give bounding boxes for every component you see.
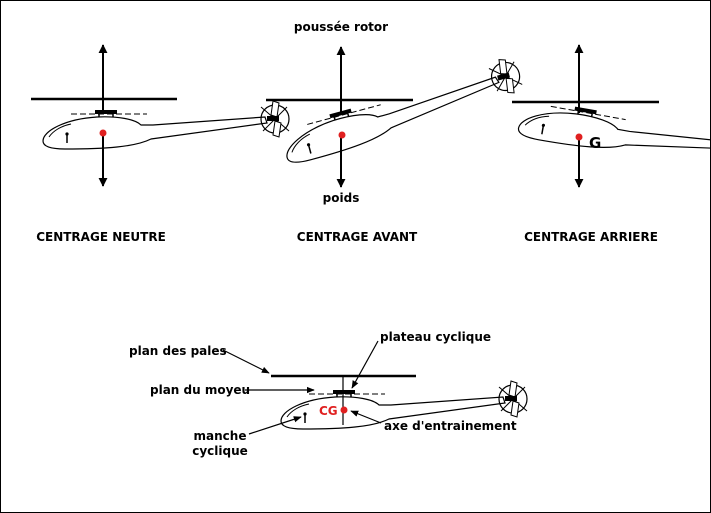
label-g: G xyxy=(589,134,602,152)
label-cyclique: cyclique xyxy=(192,444,248,458)
callout-axe xyxy=(350,410,382,424)
label-plan-du-moyeu: plan du moyeu xyxy=(150,383,251,397)
heli-neutre xyxy=(31,44,290,187)
callout-manche xyxy=(248,416,302,435)
label-centrage-avant: CENTRAGE AVANT xyxy=(296,230,418,244)
label-axe-entrainement: axe d'entrainement xyxy=(384,419,517,433)
label-centrage-neutre: CENTRAGE NEUTRE xyxy=(36,230,166,244)
callout-plateau-cyclique xyxy=(351,340,379,389)
label-centrage-arriere: CENTRAGE ARRIERE xyxy=(524,230,658,244)
callout-plan-des-pales xyxy=(222,349,270,374)
cg-dot-bottom xyxy=(340,406,348,414)
label-plateau-cyclique: plateau cyclique xyxy=(380,330,492,344)
heli-annotated xyxy=(271,374,528,430)
label-cg: CG xyxy=(319,404,338,418)
label-manche: manche xyxy=(193,429,247,443)
heli-arriere xyxy=(512,44,710,188)
cg-dot-2 xyxy=(338,131,346,139)
callouts xyxy=(222,340,382,435)
cg-dot-3 xyxy=(575,133,583,141)
label-poids: poids xyxy=(322,191,360,205)
cg-dot-1 xyxy=(99,129,107,137)
label-poussee-rotor: poussée rotor xyxy=(293,20,389,34)
heli-avant xyxy=(266,46,528,188)
label-plan-des-pales: plan des pales xyxy=(129,344,227,358)
